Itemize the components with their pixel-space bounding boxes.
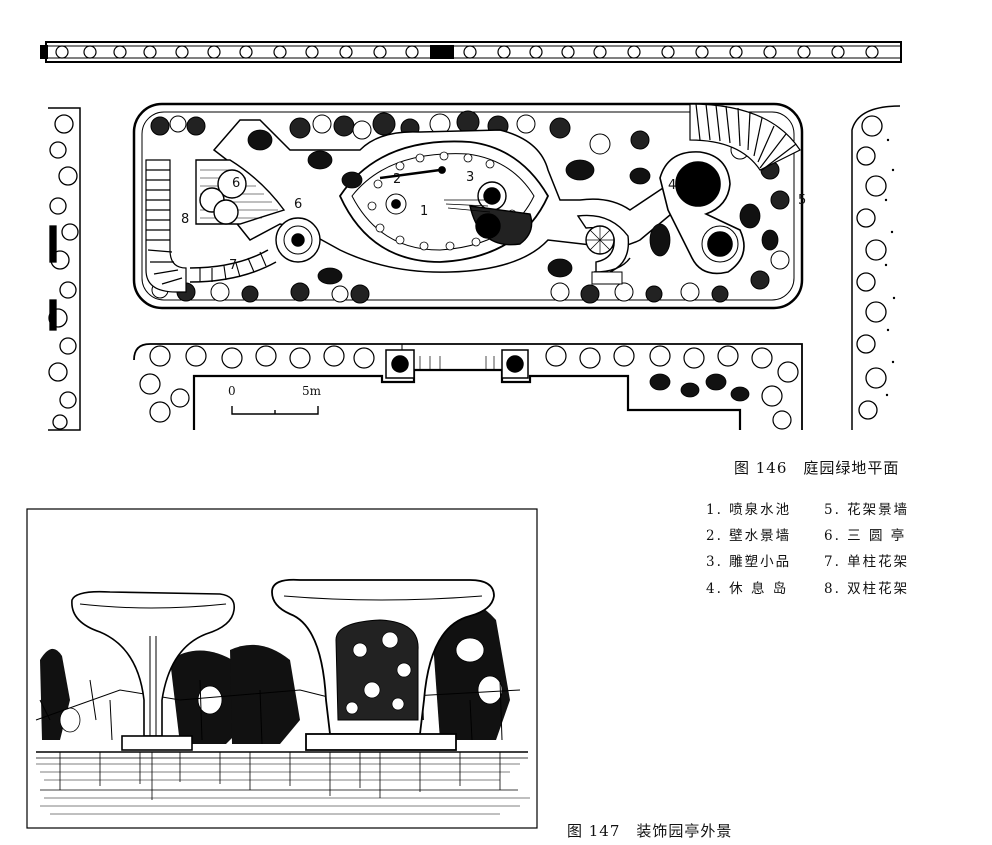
pergola-8 — [145, 159, 187, 293]
plan-label-2: 2 — [393, 172, 402, 187]
legend-item-5: 5. 花架景墙 — [824, 502, 910, 518]
round-pavilion-right — [576, 214, 630, 277]
plan-label-5: 5 — [798, 193, 807, 208]
pavilion-6-left — [195, 159, 286, 225]
pavilion-right — [271, 578, 495, 751]
garden-plan-drawing — [40, 41, 902, 431]
figure-147-caption: 图 147 装饰园亭外景 — [567, 822, 733, 840]
pavilion-6-center — [275, 217, 321, 263]
plan-label-1: 1 — [420, 204, 429, 219]
figure-147 — [0, 500, 560, 840]
figure-146: 1 2 3 4 5 6 6 7 8 0 5m — [40, 41, 902, 431]
right-tree-strip — [851, 105, 901, 430]
pavilion-left — [71, 590, 236, 751]
legend-item-1: 1. 喷泉水池 — [706, 502, 792, 518]
bottom-hedge-and-wall — [133, 343, 803, 430]
plan-label-4: 4 — [668, 178, 677, 193]
legend-item-3: 3. 雕塑小品 — [706, 554, 792, 570]
plan-label-6b: 6 — [294, 197, 303, 212]
legend-item-2: 2. 壁水景墙 — [706, 528, 792, 544]
plan-label-6a: 6 — [232, 176, 241, 191]
legend-item-7: 7. 单柱花架 — [824, 554, 910, 570]
rest-island-4 — [659, 151, 745, 275]
scale-label-zero: 0 — [228, 384, 236, 398]
left-tree-strip — [48, 107, 81, 431]
pavilion-elevation-drawing — [26, 508, 538, 829]
fan-pergola — [689, 103, 801, 171]
legend-item-4: 4. 休 息 岛 — [706, 581, 789, 597]
top-hedge-band — [40, 41, 902, 63]
scale-bar — [231, 406, 319, 415]
plan-label-7: 7 — [229, 258, 238, 273]
sculpture-3 — [469, 181, 533, 246]
scale-label-five: 5m — [302, 384, 322, 398]
legend-item-6: 6. 三 圆 亭 — [824, 528, 907, 544]
legend-item-8: 8. 双柱花架 — [824, 581, 910, 597]
plan-label-8: 8 — [181, 212, 190, 227]
figure-146-caption: 图 146 庭园绿地平面 — [734, 459, 900, 477]
pergola-7 — [189, 249, 277, 283]
plan-label-3: 3 — [466, 170, 475, 185]
garden-main-area — [132, 102, 804, 310]
